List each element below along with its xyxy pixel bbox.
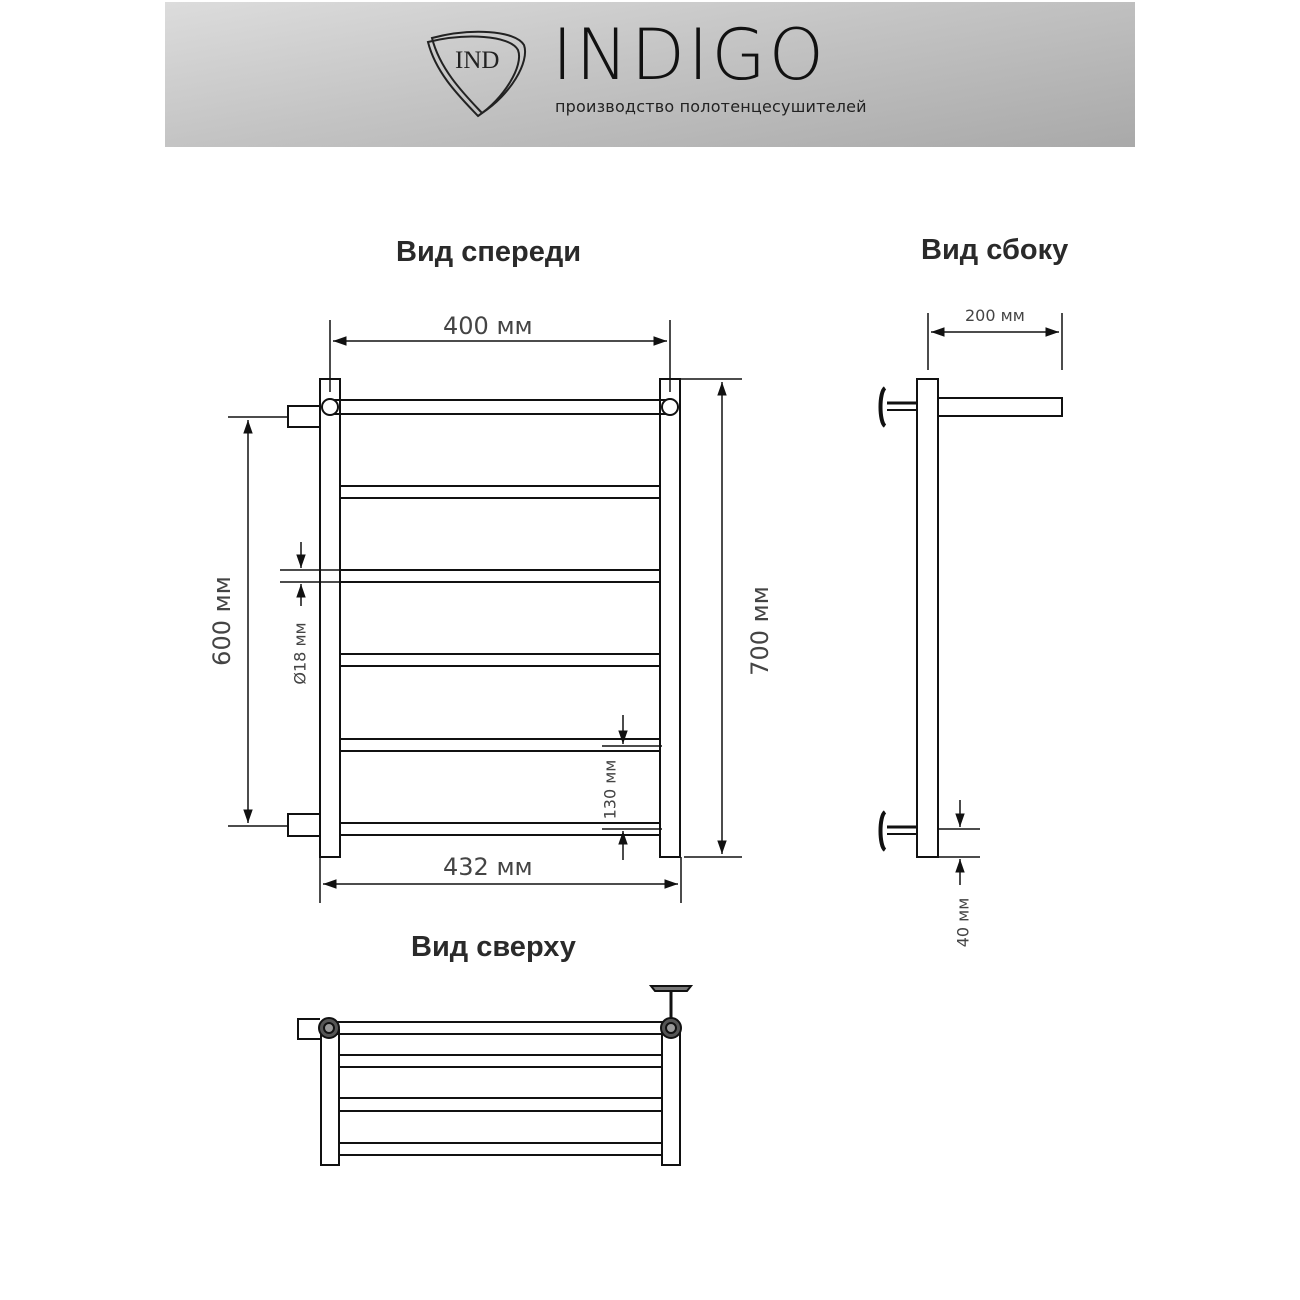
side-view-title: Вид сбоку xyxy=(921,234,1069,266)
header-banner xyxy=(165,2,1135,147)
front-view-drawing xyxy=(228,320,742,903)
brand-tagline: производство полотенцесушителей xyxy=(555,97,867,116)
top-view-title: Вид сверху xyxy=(411,931,576,963)
dim-width-total: 432 мм xyxy=(443,853,533,881)
logo-mark: IND xyxy=(455,47,500,74)
dim-depth: 200 мм xyxy=(965,306,1025,325)
brand-name: INDIGO xyxy=(552,14,827,96)
dim-tube-diameter: Ø18 мм xyxy=(290,622,310,685)
dim-bar-spacing: 130 мм xyxy=(600,759,620,820)
dim-height-total: 700 мм xyxy=(746,586,774,676)
front-view-title: Вид спереди xyxy=(396,236,582,268)
side-view-drawing xyxy=(878,313,1063,885)
top-view-drawing xyxy=(297,985,694,1166)
dim-height-connection: 600 мм xyxy=(208,576,236,666)
dim-bottom-offset: 40 мм xyxy=(953,897,973,948)
dim-width-axis: 400 мм xyxy=(443,312,533,340)
logo-shield-icon xyxy=(426,30,527,118)
front-bars xyxy=(340,485,660,836)
